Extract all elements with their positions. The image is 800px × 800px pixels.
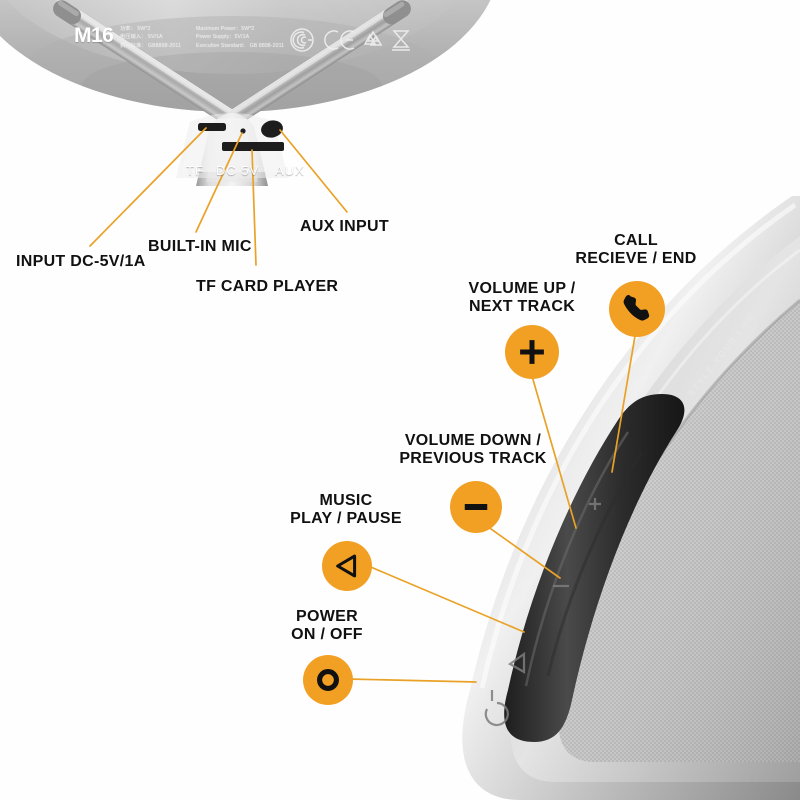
leader-power xyxy=(347,678,477,683)
strip-button-glyphs xyxy=(484,498,601,727)
badge-power[interactable] xyxy=(303,655,353,705)
callout-music: MUSIC PLAY / PAUSE xyxy=(290,492,402,527)
leader-music xyxy=(365,564,525,633)
port-aux-jack xyxy=(261,120,283,138)
ccc-mark xyxy=(290,28,314,52)
leader-volume-down xyxy=(483,523,561,579)
callout-call: CALL RECIEVE / END xyxy=(575,232,697,267)
leader-tf-card xyxy=(251,149,257,266)
port-label-dc: DC 5V xyxy=(216,163,260,178)
callout-input-dc: INPUT DC-5V/1A xyxy=(16,253,146,270)
speaker-grille xyxy=(558,298,800,762)
leader-volume-up xyxy=(531,375,577,529)
glyph-play xyxy=(507,651,526,674)
callout-tf-card-player: TF CARD PLAYER xyxy=(196,278,339,295)
port-label-aux: AUX xyxy=(275,163,305,178)
callout-aux-input: AUX INPUT xyxy=(300,218,389,235)
ce-mark xyxy=(324,30,355,50)
power-ring-icon xyxy=(317,669,339,691)
leader-input-dc xyxy=(89,127,207,247)
certification-marks xyxy=(290,28,410,52)
speaker-main-body xyxy=(462,196,800,800)
glyph-power xyxy=(484,690,509,727)
leader-built-in-mic xyxy=(195,132,243,233)
product-spec-chinese: 功率： 5W*2 电压输入： 5V/1A 执行标准： GB8898-2011 xyxy=(120,26,181,49)
speaker-stand-legs xyxy=(53,0,411,186)
phone-handset-icon xyxy=(623,294,650,321)
badge-volume-down[interactable] xyxy=(450,481,502,533)
product-model-label: M16 xyxy=(74,24,114,47)
plus-icon xyxy=(520,340,544,364)
badge-music-play[interactable] xyxy=(322,541,372,591)
leader-lines-top xyxy=(89,127,348,266)
callout-volume-down: VOLUME DOWN / PREVIOUS TRACK xyxy=(399,432,547,467)
callout-power: POWER ON / OFF xyxy=(291,608,363,643)
port-tf-slot xyxy=(198,123,226,131)
port-label-tf: TF xyxy=(186,163,204,178)
callout-volume-up: VOLUME UP / NEXT TRACK xyxy=(468,280,576,315)
leader-lines-right xyxy=(347,329,637,683)
leader-aux-input xyxy=(279,129,348,213)
badge-call[interactable] xyxy=(609,281,665,337)
product-spec-english: Maximum Power：5W*2 Power Supply：5V/1A Ex… xyxy=(196,26,285,49)
control-strip xyxy=(484,394,685,742)
badge-volume-up[interactable] xyxy=(505,325,559,379)
recycling-mark xyxy=(363,30,383,46)
minus-icon xyxy=(464,504,488,510)
play-triangle-icon xyxy=(336,554,357,578)
callout-built-in-mic: BUILT-IN MIC xyxy=(148,238,252,255)
port-dc-usb xyxy=(222,142,284,151)
leader-call xyxy=(611,329,637,473)
weee-mark xyxy=(392,30,410,51)
glyph-plus xyxy=(589,498,601,510)
